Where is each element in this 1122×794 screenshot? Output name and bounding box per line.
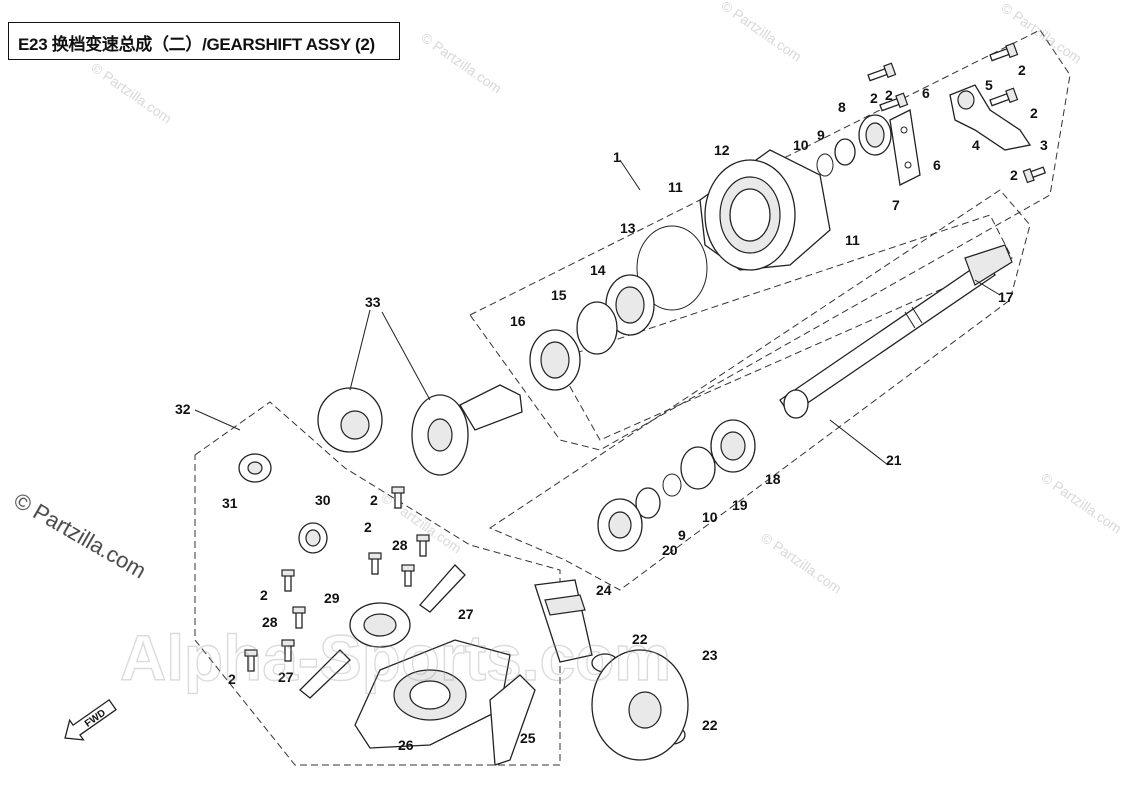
part-5-lever	[949, 84, 1032, 151]
callout-10: 10	[793, 137, 809, 153]
callout-2: 2	[1010, 167, 1018, 183]
callout-2: 2	[370, 492, 378, 508]
callout-8: 8	[838, 99, 846, 115]
outline-group-32	[194, 401, 561, 766]
callout-24: 24	[596, 582, 612, 598]
watermark-small: © Partzilla.com	[758, 529, 844, 596]
callout-2: 2	[260, 587, 268, 603]
callout-7: 7	[892, 197, 900, 213]
callout-12: 12	[714, 142, 730, 158]
callout-26: 26	[398, 737, 414, 753]
callout-17: 17	[998, 289, 1014, 305]
part-15-circlip	[576, 301, 618, 355]
part-10-ring-lower	[662, 473, 682, 497]
callout-32: 32	[175, 401, 191, 417]
outline-group-21	[488, 189, 1031, 591]
callout-11: 11	[845, 232, 860, 248]
callout-29: 29	[324, 590, 340, 606]
group-outlines	[194, 29, 1071, 766]
callout-33: 33	[365, 294, 381, 310]
callout-2: 2	[870, 90, 878, 106]
callout-2: 2	[1018, 62, 1026, 78]
part-16-bearing	[529, 329, 581, 391]
callout-3: 3	[1040, 137, 1048, 153]
callout-2: 2	[1030, 105, 1038, 121]
callout-31: 31	[222, 495, 238, 511]
callout-2: 2	[364, 519, 372, 535]
part-14-bearing	[605, 274, 655, 336]
callout-19: 19	[732, 497, 748, 513]
part-24-shaft	[534, 579, 593, 663]
watermark-small: © Partzilla.com	[1038, 469, 1122, 536]
part-8-seal	[858, 114, 892, 156]
part-18-bearing	[710, 419, 756, 473]
watermark-dealer: Alpha-Sports.com	[120, 622, 671, 694]
callout-14: 14	[590, 262, 606, 278]
callout-23: 23	[702, 647, 718, 663]
callout-5: 5	[985, 77, 993, 93]
part-13-o-ring	[636, 225, 708, 311]
callout-9: 9	[678, 527, 686, 543]
callout-16: 16	[510, 313, 526, 329]
callout-21: 21	[886, 452, 902, 468]
part-31-nut	[238, 453, 272, 483]
outline-group-17	[554, 214, 1013, 441]
callout-27: 27	[458, 606, 474, 622]
part-7-plate	[889, 109, 921, 186]
watermark-copyright: © Partzilla.com	[10, 488, 151, 584]
bolt-icons	[244, 42, 1047, 672]
part-9-ring-lower	[635, 487, 661, 519]
fwd-arrow-icon: FWD	[64, 698, 117, 741]
part-10-ring	[816, 153, 834, 177]
part-19-circlip	[680, 446, 716, 490]
callout-28: 28	[392, 537, 408, 553]
part-29-bearing	[349, 602, 411, 648]
callout-1: 1	[613, 149, 621, 165]
callout-9: 9	[817, 127, 825, 143]
part-20-seal	[597, 498, 643, 552]
watermark-small: © Partzilla.com	[718, 0, 804, 65]
callout-2: 2	[228, 671, 236, 687]
callout-15: 15	[551, 287, 567, 303]
callout-2: 2	[885, 87, 893, 103]
part-27-plate	[419, 564, 466, 613]
callout-labels: 1 2 2 2 2 3 4 5 6 6 7 8 9 10 11 11 12 13…	[175, 62, 1048, 753]
callout-28: 28	[262, 614, 278, 630]
callout-22: 22	[632, 631, 648, 647]
callout-6: 6	[933, 157, 941, 173]
callout-13: 13	[620, 220, 636, 236]
part-30-washer-hole	[305, 529, 321, 547]
part-9-ring	[834, 138, 856, 166]
callout-27: 27	[278, 669, 294, 685]
diagram-title-box: E23 换档变速总成（二）/GEARSHIFT ASSY (2)	[8, 22, 400, 60]
part-25-bracket	[489, 674, 536, 766]
callout-10: 10	[702, 509, 718, 525]
callout-6: 6	[922, 85, 930, 101]
callout-11: 11	[668, 179, 683, 195]
part-12-housing	[699, 149, 831, 271]
part-27-plate	[299, 649, 351, 699]
leader-lines	[194, 159, 1001, 466]
watermark-small: © Partzilla.com	[418, 29, 504, 96]
part-23-gear	[591, 649, 689, 761]
callout-30: 30	[315, 492, 331, 508]
callout-25: 25	[520, 730, 536, 746]
part-26-cover	[354, 639, 511, 749]
callout-18: 18	[765, 471, 781, 487]
part-33-bevel-gear-set	[317, 384, 523, 476]
part-17-shaft	[779, 244, 1013, 419]
callout-4: 4	[972, 137, 980, 153]
callout-20: 20	[662, 542, 678, 558]
diagram-title: E23 换档变速总成（二）/GEARSHIFT ASSY (2)	[18, 35, 375, 54]
watermark-small: © Partzilla.com	[88, 59, 174, 126]
callout-22: 22	[702, 717, 718, 733]
